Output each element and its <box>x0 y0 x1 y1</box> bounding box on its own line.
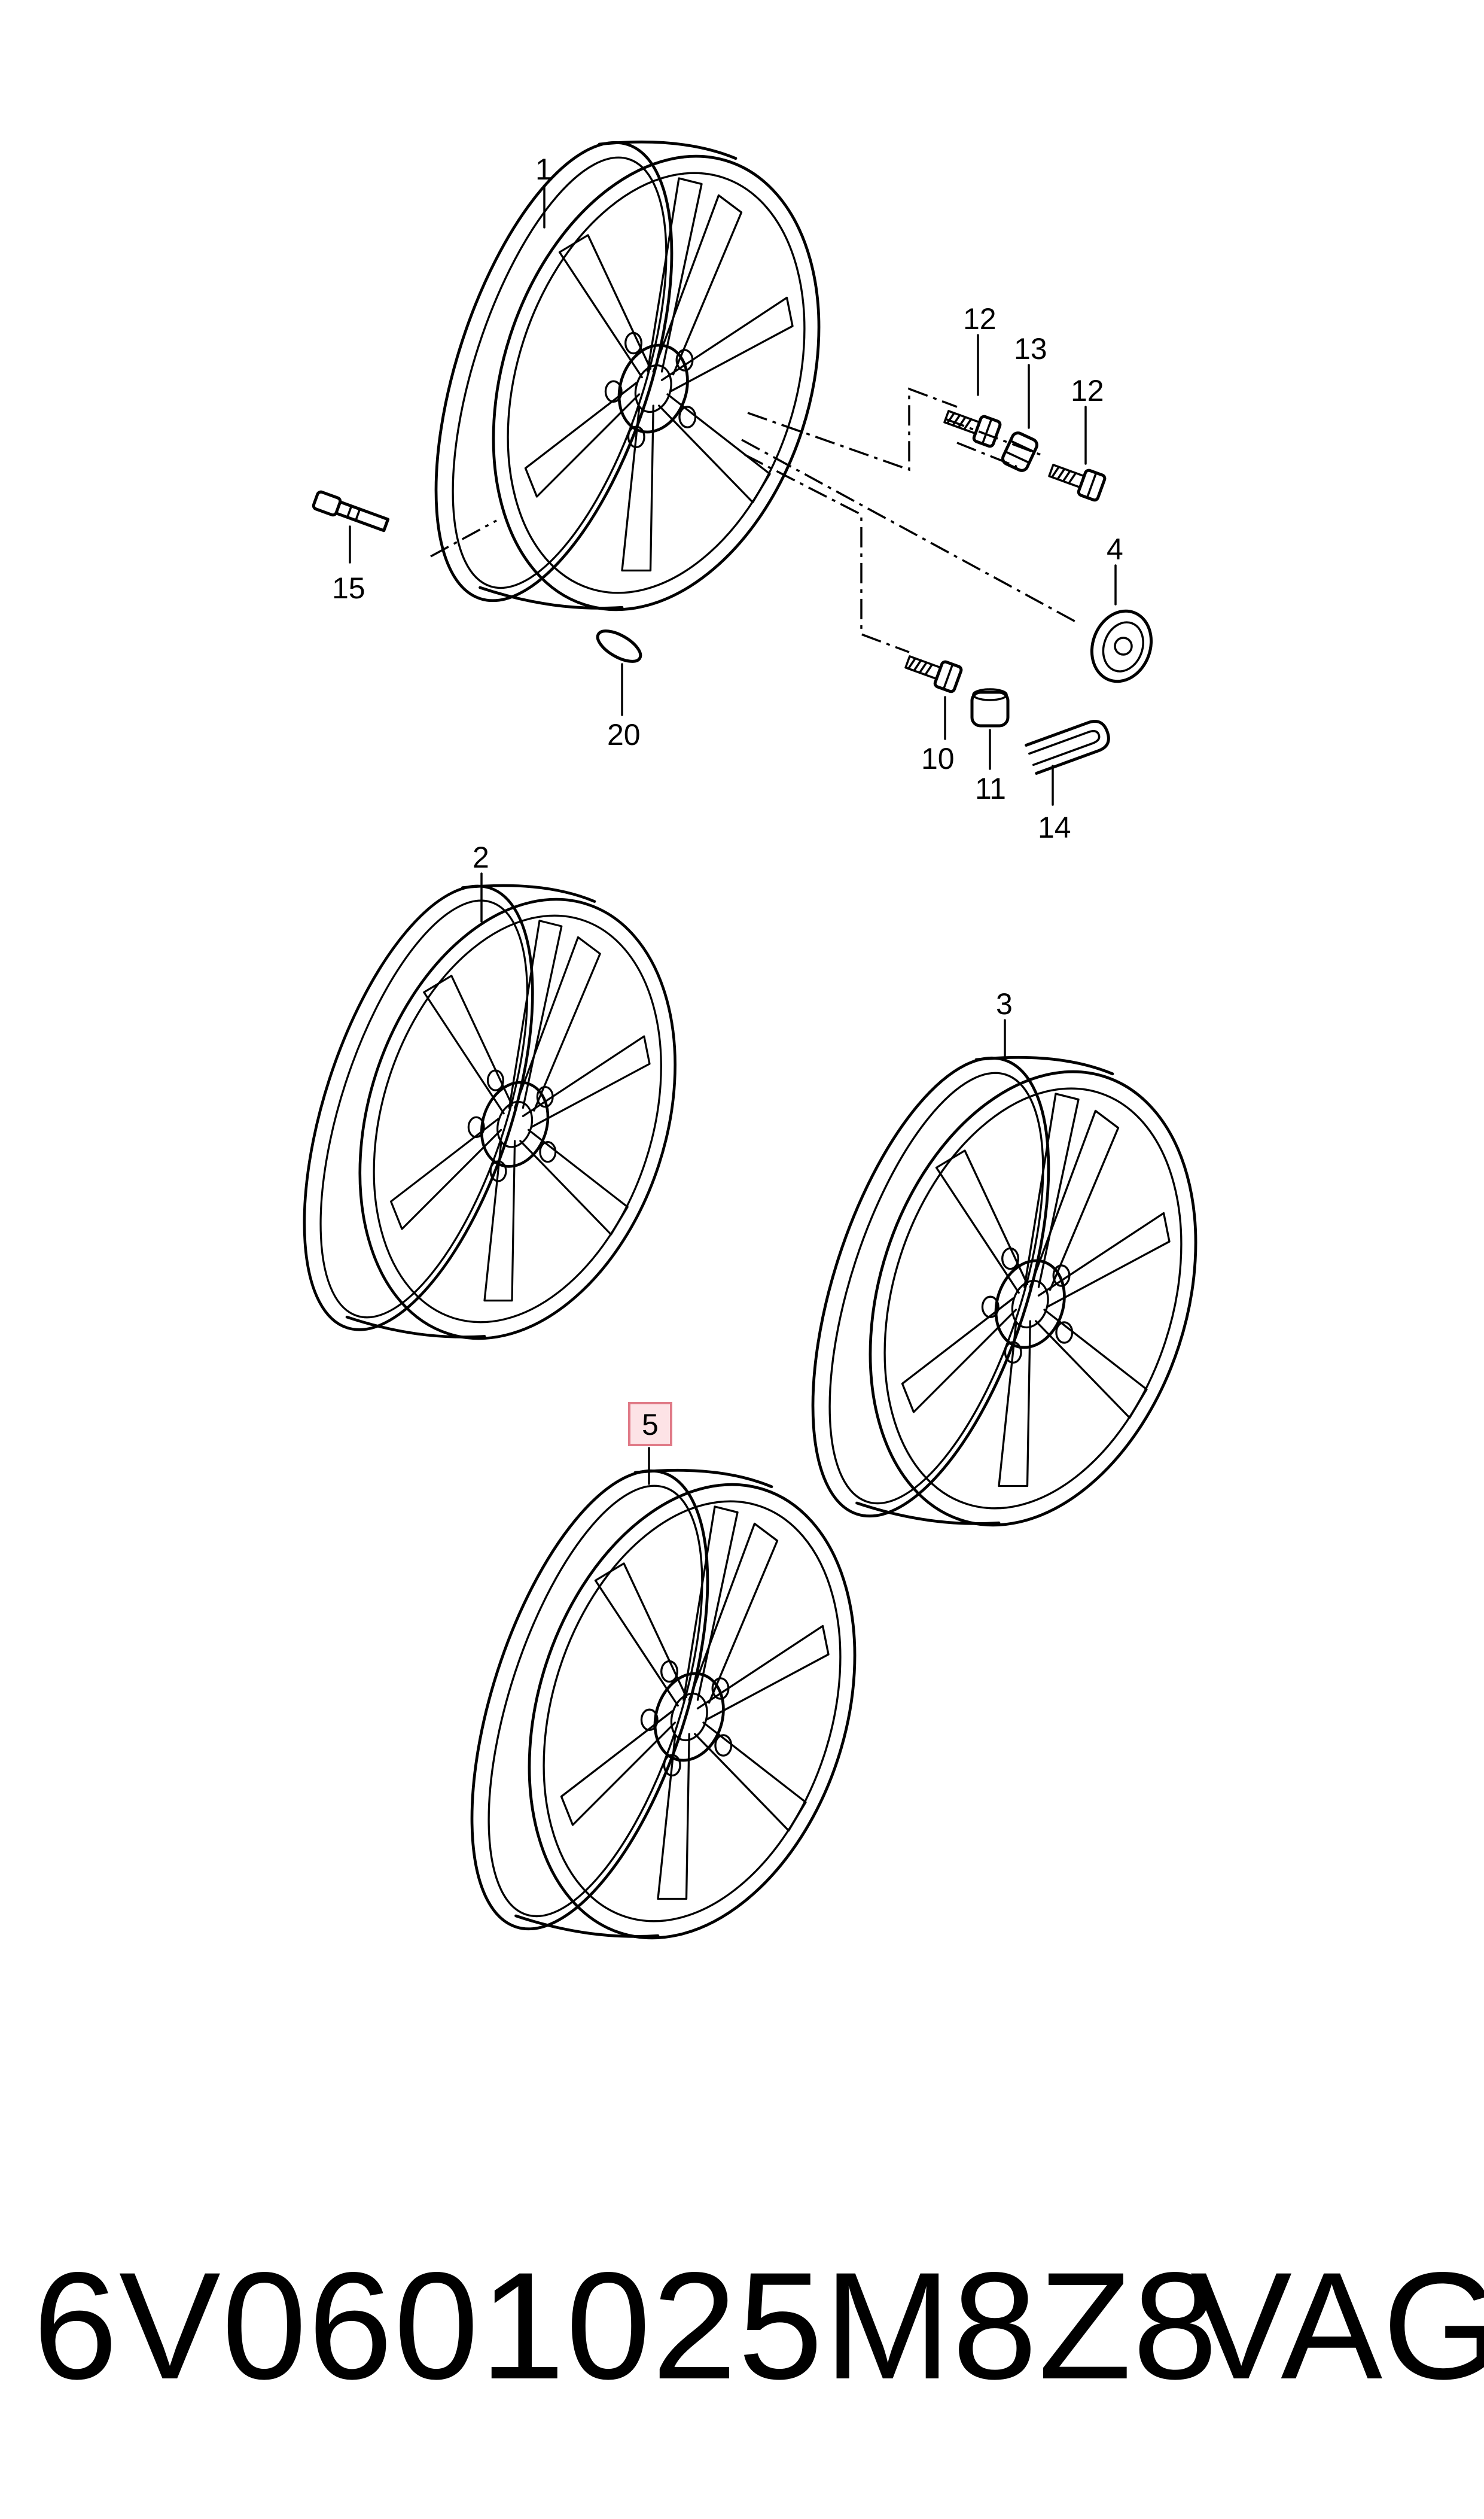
bolt-cap-part-11 <box>970 688 1010 728</box>
callout-20: 20 <box>607 718 641 752</box>
part-number: 6V0601025M8Z8 <box>33 2241 1219 2411</box>
removal-hook-part-14 <box>1025 720 1110 775</box>
callout-3: 3 <box>996 987 1013 1021</box>
callout-labels: 1 12 13 12 4 15 20 10 11 14 2 3 5 <box>332 153 1123 1446</box>
callout-15: 15 <box>332 571 365 605</box>
callout-5-highlight <box>628 1402 672 1446</box>
wheel-bolt-part-12a <box>942 404 1001 448</box>
wheel-1 <box>388 114 874 652</box>
brand-label: VAG <box>1190 2241 1484 2411</box>
wheel-bolt-part-10 <box>903 650 962 693</box>
wheel-5 <box>424 1442 910 1980</box>
center-cap-part-4 <box>1090 609 1153 683</box>
wheel-3 <box>765 1029 1251 1567</box>
leader-lines <box>430 387 1077 653</box>
callout-4: 4 <box>1107 533 1123 566</box>
callout-1: 1 <box>535 153 552 186</box>
callout-14: 14 <box>1038 811 1071 844</box>
callout-leaders <box>349 184 1117 1485</box>
callout-11: 11 <box>975 772 1006 805</box>
valve-stem-part <box>312 490 390 533</box>
balance-weight-part-20 <box>596 629 642 663</box>
callout-13: 13 <box>1014 332 1047 366</box>
callout-10: 10 <box>921 742 955 775</box>
callout-2: 2 <box>473 841 489 874</box>
callout-12-right: 12 <box>1071 374 1104 407</box>
adapter-part-13 <box>1001 431 1038 472</box>
wheel-bolt-part-12b <box>1047 458 1106 501</box>
callout-5: 5 <box>642 1408 659 1441</box>
callout-12-top: 12 <box>963 302 997 336</box>
wheel-2 <box>258 859 729 1380</box>
